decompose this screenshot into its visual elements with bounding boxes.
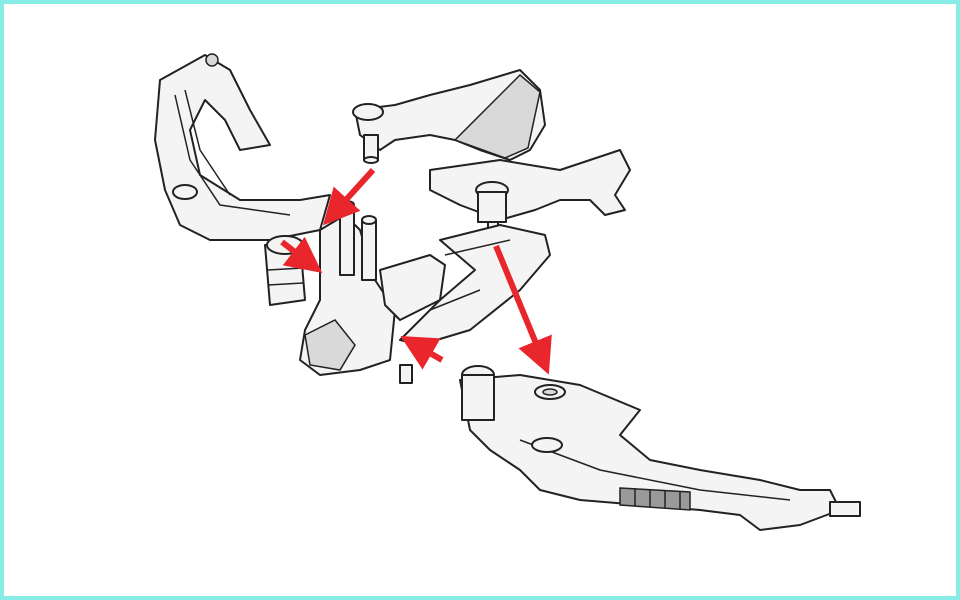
arrow-top-right-to-bottom xyxy=(493,244,552,375)
right-frame-part xyxy=(429,149,631,245)
bottom-wing-part xyxy=(459,365,861,531)
left-wing-part xyxy=(154,53,331,306)
arrow-bottom-to-center xyxy=(400,336,444,370)
arrow-left-to-center xyxy=(280,236,323,273)
arrow-top-to-center xyxy=(322,167,376,226)
assembly-arrows xyxy=(280,167,552,375)
top-connector-part xyxy=(352,69,546,164)
